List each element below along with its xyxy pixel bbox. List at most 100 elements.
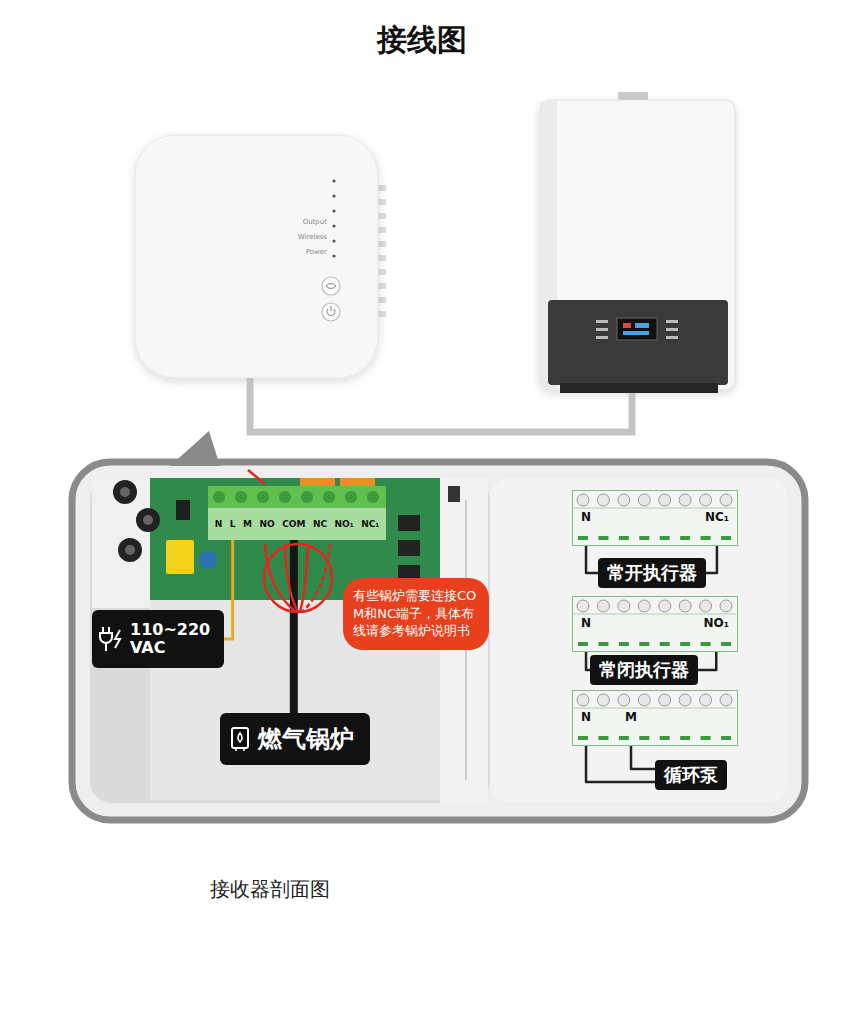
button-icon [327,306,335,316]
strip-dash [660,536,670,540]
strip-decor [573,691,737,745]
terminal-block [208,486,386,508]
strip-screw [577,600,589,612]
node-text: N [211,519,226,529]
boiler-key [666,336,678,339]
lightning-symbol [115,630,120,648]
highlight-circle [264,544,332,612]
device-label: Wireless [298,233,327,241]
panel-pointer [170,431,220,466]
boiler-key [596,328,608,331]
strip-screw [577,694,589,706]
power-badge: 110~220 VAC [92,610,224,668]
strip-screw [679,600,691,612]
detail-panel [72,462,805,820]
wire-connector [290,540,298,713]
strip-screw [597,600,609,612]
strip-screw [597,694,609,706]
terminal-labels: NLMNOCOMNCNO₁NC₁ [208,508,386,540]
strip-screw [679,494,691,506]
strip-dash [598,642,608,646]
caption: 接收器剖面图 [210,876,330,903]
boiler-icon [226,724,254,754]
strip-dash [578,642,588,646]
led [332,239,335,242]
inductor [136,508,160,532]
strip-dash [639,536,649,540]
boiler-key [596,336,608,339]
device-tag: 常闭执行器 [590,655,698,685]
screw [213,491,225,503]
terminal-strip: NNC₁ [572,490,738,546]
strip-screw [659,694,671,706]
strip-screw [720,694,732,706]
strip-screw [700,600,712,612]
strip-screw [638,694,650,706]
node-text: 燃气锅炉 [258,726,354,752]
screw [235,491,247,503]
inductor-core [143,515,153,525]
strip-screw [618,494,630,506]
node-text: 常开执行器 [607,562,697,583]
red-wire [265,544,296,612]
strip-screw [638,600,650,612]
strip-screw [638,494,650,506]
led [332,194,335,197]
strip-screw [700,494,712,506]
screw [345,491,357,503]
strip-screw [659,600,671,612]
node-text: 110~220 VAC [130,621,214,656]
capacitor [199,551,217,569]
screw [279,491,291,503]
housing-clip [448,486,460,502]
strip-screw [720,600,732,612]
strip-screw [618,600,630,612]
wire-connector [224,540,233,639]
node-text: 有些锅炉需要连接COM和NC端子，具体布线请参考锅炉说明书 [353,588,476,638]
boiler-key [666,320,678,323]
node-text: NC [309,519,331,529]
strip-dash [578,536,588,540]
node-text: N [581,710,591,724]
strip-dash [660,736,670,740]
red-wire-dashed [302,544,330,612]
strip-dash [680,642,690,646]
node-text: N [581,616,591,630]
screw [367,491,379,503]
strip-screw [618,694,630,706]
node-text: NC₁ [705,510,729,524]
node-text: NC₁ [357,519,383,529]
boiler-body [540,100,735,390]
display-digit [635,323,649,328]
strip-dash [598,736,608,740]
strip-dash [721,642,731,646]
housing [90,478,490,803]
strip-dash [639,642,649,646]
wire-connector [631,746,655,769]
terminal-strip: N NO₁ [572,596,738,652]
strip-dash [639,736,649,740]
strip-dash [619,536,629,540]
strip-divider [573,614,736,615]
button [322,277,340,295]
node-text: NO [256,519,279,529]
node-text: L [226,519,239,529]
strip-divider [573,508,736,509]
strip-dash [701,736,711,740]
capacitor [166,540,194,574]
button [322,303,340,321]
strip-screw [659,494,671,506]
screw [301,491,313,503]
inductor-core [125,545,135,555]
strip-screw [597,494,609,506]
wire-connector [586,546,598,573]
title: 接线图 [0,20,844,61]
chip [176,500,190,520]
note-callout: 有些锅炉需要连接COM和NC端子，具体布线请参考锅炉说明书 [343,578,489,650]
strip-dash [721,736,731,740]
boiler-symbol [232,728,248,748]
node-text: 循环泵 [664,764,718,785]
strip-dash [660,642,670,646]
device-tag: 循环泵 [655,760,727,790]
node-text: NO₁ [704,616,730,630]
